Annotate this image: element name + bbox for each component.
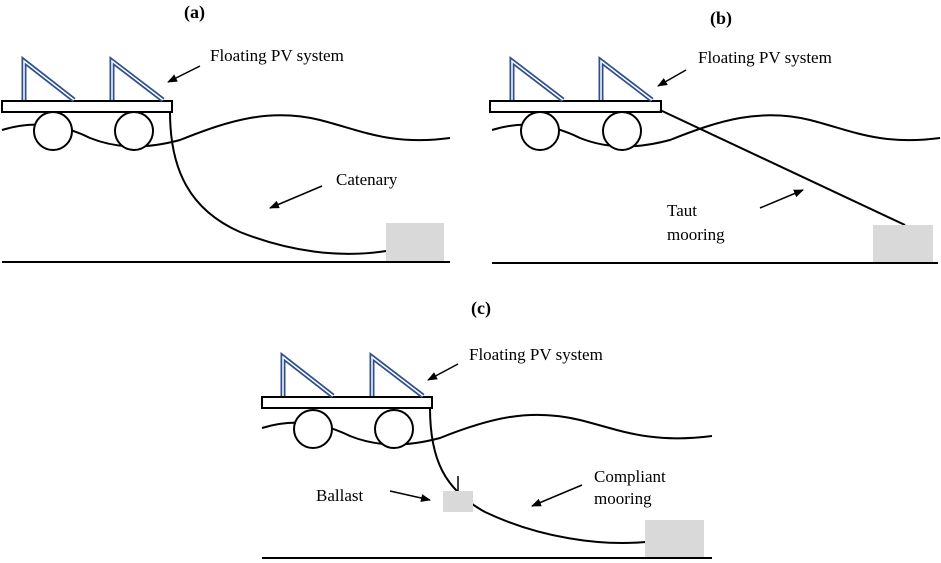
taut-label-line2: mooring xyxy=(667,225,725,244)
water-surface xyxy=(491,114,941,148)
system-arrow xyxy=(167,65,201,83)
taut-mooring-line xyxy=(659,109,906,226)
float-left xyxy=(293,409,333,449)
panel-a-label: (a) xyxy=(184,2,205,23)
compliant-arrow xyxy=(531,484,583,507)
platform xyxy=(489,100,662,113)
compliant-label-line1: Compliant xyxy=(594,467,666,486)
system-arrow xyxy=(657,69,687,87)
float-left xyxy=(520,111,560,151)
system-arrow xyxy=(427,363,459,381)
pv-panel-right xyxy=(369,351,425,398)
panel-a: (a) Floating PV system Catenary xyxy=(1,2,451,263)
pv-panel-left xyxy=(509,55,565,102)
float-right xyxy=(114,111,154,151)
water-surface xyxy=(261,413,713,446)
system-label: Floating PV system xyxy=(698,48,832,67)
water-surface xyxy=(1,114,451,148)
anchor-block xyxy=(386,223,444,261)
panel-c-label: (c) xyxy=(471,298,491,319)
platform xyxy=(261,396,433,409)
compliant-label-line2: mooring xyxy=(594,489,652,508)
float-right xyxy=(602,111,642,151)
platform xyxy=(1,100,173,113)
catenary-mooring-line xyxy=(169,111,387,255)
pv-panel-left xyxy=(280,351,335,398)
system-label: Floating PV system xyxy=(469,345,603,364)
float-left xyxy=(33,111,73,151)
pv-panel-right xyxy=(109,55,165,102)
float-right xyxy=(374,409,414,449)
pv-panel-right xyxy=(598,55,654,102)
taut-label-line1: Taut xyxy=(667,201,697,220)
anchor-block xyxy=(873,225,933,263)
ballast-arrow xyxy=(389,490,431,502)
system-label: Floating PV system xyxy=(210,46,344,65)
compliant-mooring-line xyxy=(429,407,647,544)
taut-arrow xyxy=(759,189,804,209)
ballast-label: Ballast xyxy=(316,486,363,505)
ballast-block xyxy=(443,491,473,512)
panel-b-label: (b) xyxy=(710,8,732,29)
panel-b: (b) Floating PV system Taut mooring xyxy=(489,8,941,264)
catenary-label: Catenary xyxy=(336,170,398,189)
catenary-arrow xyxy=(269,185,323,209)
anchor-block xyxy=(645,520,704,558)
panel-c: (c) Floating PV system Ballast Compliant… xyxy=(261,298,713,559)
pv-panel-left xyxy=(21,55,76,102)
